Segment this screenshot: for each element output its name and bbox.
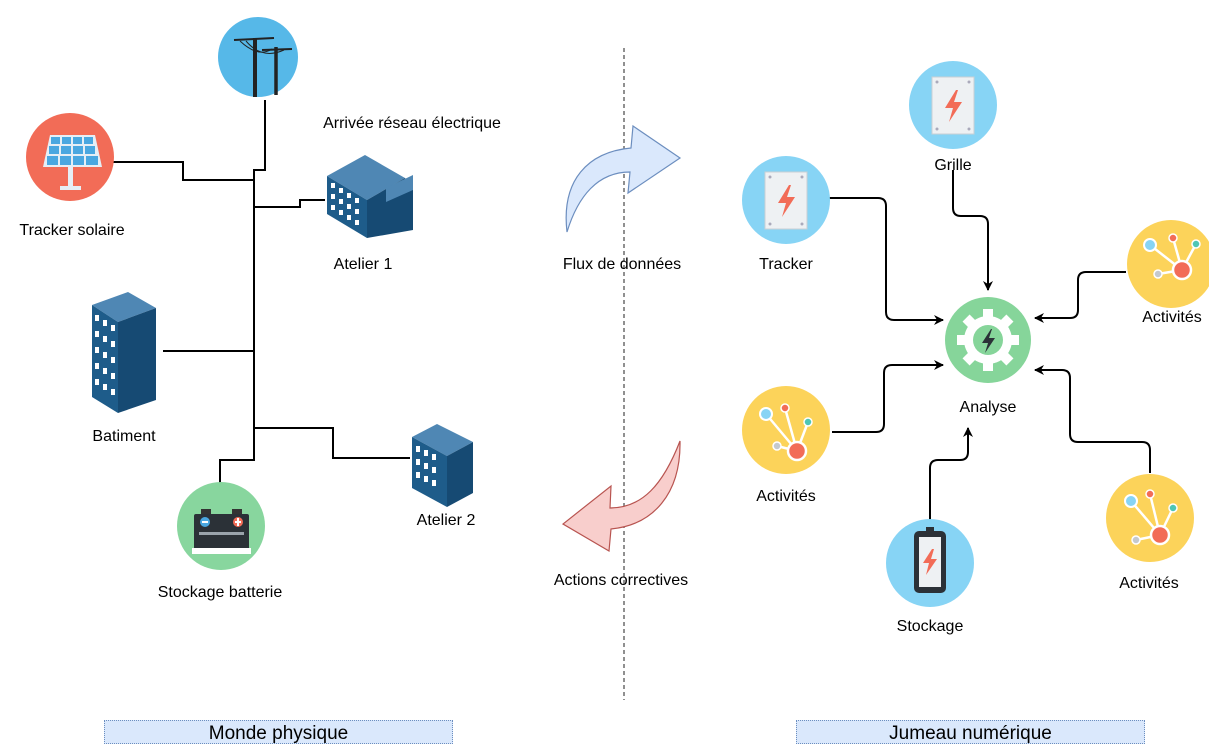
data-flow-arrow — [565, 124, 682, 233]
physical-world-banner: Monde physique — [104, 720, 453, 744]
power-pylon-icon — [218, 17, 298, 97]
solar-panel-icon — [26, 113, 114, 201]
activities-bottom-label: Activités — [1119, 575, 1179, 592]
power-wiring — [113, 100, 410, 488]
grid-arrival-label: Arrivée réseau électrique — [323, 115, 501, 132]
grid-twin-icon — [909, 61, 997, 149]
analysis-label: Analyse — [960, 399, 1017, 416]
workshop-2-label: Atelier 2 — [417, 512, 476, 529]
activities-left-label: Activités — [756, 488, 816, 505]
analysis-gear-icon — [945, 297, 1031, 383]
twin-connectors — [829, 170, 1151, 520]
battery-icon — [177, 482, 265, 570]
activities-right-network-icon — [1127, 220, 1209, 308]
activities-right-label: Activités — [1142, 309, 1202, 326]
data-flow-label: Flux de données — [563, 256, 681, 273]
activities-bottom-network-icon — [1106, 474, 1194, 562]
corrective-actions-arrow — [561, 440, 681, 552]
building-label: Batiment — [92, 428, 156, 445]
storage-twin-label: Stockage — [897, 618, 964, 635]
workshop-1-building-icon — [327, 155, 413, 238]
tracker-twin-label: Tracker — [759, 256, 813, 273]
tracker-twin-icon — [742, 156, 830, 244]
workshop-2-building-icon — [412, 424, 473, 507]
battery-storage-label: Stockage batterie — [158, 584, 283, 601]
corrective-actions-label: Actions correctives — [554, 572, 688, 589]
activities-left-network-icon — [742, 386, 830, 474]
workshop-1-label: Atelier 1 — [334, 256, 393, 273]
office-building-icon — [92, 292, 156, 413]
digital-twin-banner: Jumeau numérique — [796, 720, 1145, 744]
storage-phone-battery-icon — [886, 519, 974, 607]
grid-twin-label: Grille — [934, 157, 971, 174]
solar-tracker-label: Tracker solaire — [19, 222, 124, 239]
